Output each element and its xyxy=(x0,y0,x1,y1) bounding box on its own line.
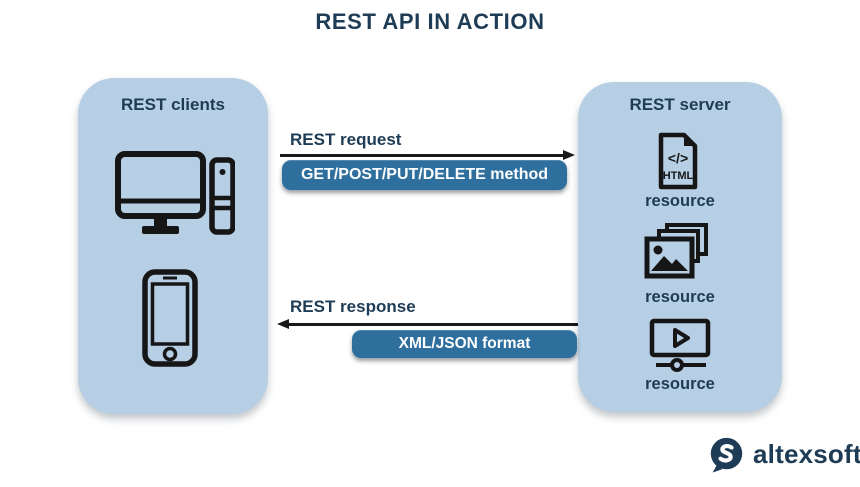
html-file-icon: </> HTML xyxy=(658,132,698,190)
altexsoft-logo-mark-icon xyxy=(710,437,743,473)
client-box-title: REST clients xyxy=(121,95,225,114)
resource-label-html: resource xyxy=(645,192,715,210)
client-box: REST clients xyxy=(78,78,268,414)
server-box-title: REST server xyxy=(629,95,731,114)
altexsoft-logo-text: altexsoft xyxy=(753,439,860,469)
html-file-text: HTML xyxy=(663,170,694,182)
image-stack-icon xyxy=(644,223,708,279)
response-format-badge: XML/JSON format xyxy=(352,330,577,358)
response-arrow-line xyxy=(289,323,578,326)
html-file-code-glyph: </> xyxy=(668,150,688,166)
page-title: REST API IN ACTION xyxy=(315,9,545,34)
request-arrow-line xyxy=(280,154,566,157)
response-arrowhead-icon xyxy=(277,319,289,329)
desktop-computer-icon xyxy=(115,151,235,235)
resource-label-video: resource xyxy=(645,375,715,393)
response-flow-label: REST response xyxy=(290,297,416,316)
server-box: REST server </> HTML resource resource r… xyxy=(578,82,782,412)
request-arrowhead-icon xyxy=(563,150,575,160)
video-player-icon xyxy=(649,318,711,372)
resource-label-images: resource xyxy=(645,288,715,306)
request-flow-label: REST request xyxy=(290,130,402,149)
smartphone-icon xyxy=(142,269,198,367)
request-method-badge: GET/POST/PUT/DELETE method xyxy=(282,160,567,190)
altexsoft-logo: altexsoft xyxy=(708,436,860,473)
